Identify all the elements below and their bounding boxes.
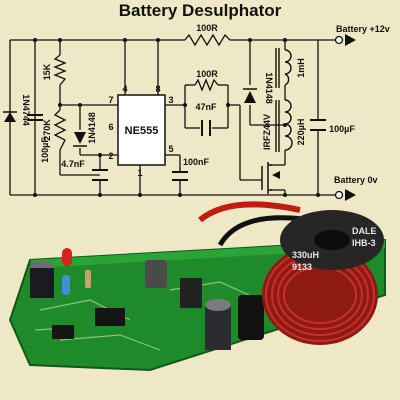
photo-ic bbox=[52, 325, 74, 339]
coil-marking-2: IHB-3 bbox=[352, 238, 376, 248]
coil-marking-3: 330uH bbox=[292, 250, 319, 260]
resistor-100r-mid-symbol bbox=[194, 78, 219, 92]
resistor-100r-top-label: 100R bbox=[196, 23, 218, 33]
pin-6-label: 6 bbox=[108, 122, 113, 132]
resistor-270k-label: 270K bbox=[42, 119, 52, 141]
diode-mid-symbol bbox=[73, 132, 87, 147]
photo-ic bbox=[95, 308, 125, 326]
mosfet-label: IRFZ44V bbox=[262, 114, 272, 150]
pin-5-label: 5 bbox=[168, 144, 173, 154]
ne555-ic-body bbox=[117, 94, 166, 166]
capacitor-100n-symbol bbox=[172, 171, 188, 181]
terminal-negative bbox=[334, 189, 356, 201]
zener-label: 1N4744 bbox=[21, 94, 31, 126]
capacitor-100n-label: 100nF bbox=[183, 157, 210, 167]
capacitor-right-symbol bbox=[310, 119, 326, 131]
diode-right-symbol bbox=[243, 88, 257, 103]
photo-cap-mid-top bbox=[205, 299, 231, 311]
capacitor-timing-symbol bbox=[92, 169, 108, 181]
resistor-100r-mid-label: 100R bbox=[196, 69, 218, 79]
schematic-diagram: Battery Desulphator bbox=[3, 1, 390, 201]
capacitor-47n-symbol bbox=[201, 120, 211, 136]
pin-1-label: 1 bbox=[137, 168, 142, 178]
pin-3-label: 3 bbox=[168, 95, 173, 105]
terminal-negative-label: Battery 0v bbox=[334, 175, 378, 185]
inductor-1mh-label: 1mH bbox=[296, 58, 306, 78]
inductor-1mh-symbol bbox=[275, 48, 292, 88]
photo-cap-mid bbox=[205, 305, 231, 350]
capacitor-left-label: 100µF bbox=[40, 137, 50, 163]
terminal-positive bbox=[334, 34, 356, 46]
junctions bbox=[33, 38, 320, 197]
coil-marking-1: DALE bbox=[352, 226, 377, 236]
mosfet-arrow bbox=[272, 171, 280, 179]
capacitor-47n-label: 47nF bbox=[195, 102, 217, 112]
photo-inductor-small bbox=[145, 260, 167, 288]
ic-label: NE555 bbox=[125, 125, 159, 137]
inductor-220uh-label: 220µH bbox=[296, 119, 306, 146]
photo-cap-left bbox=[30, 268, 54, 298]
resistor-270k-symbol bbox=[53, 109, 67, 151]
photo-red-wire bbox=[198, 201, 301, 223]
resistor-15k-symbol bbox=[53, 54, 67, 86]
capacitor-right-label: 100µF bbox=[329, 124, 355, 134]
terminal-positive-label: Battery +12v bbox=[336, 24, 390, 34]
photo-black-wire bbox=[217, 215, 311, 247]
photo-toroid-hole bbox=[314, 230, 350, 250]
photo-mosfet bbox=[180, 278, 202, 308]
photo-resistor bbox=[62, 275, 70, 295]
diode-mid-label: 1N4148 bbox=[87, 112, 97, 144]
pcb-photo: DALE IHB-3 330uH 9133 bbox=[8, 201, 386, 372]
pin-2-label: 2 bbox=[108, 151, 113, 161]
diagram-title: Battery Desulphator bbox=[119, 1, 282, 20]
photo-diode-large bbox=[238, 295, 264, 340]
resistor-100r-top-symbol bbox=[184, 33, 231, 47]
pin-7-label: 7 bbox=[108, 95, 113, 105]
resistor-15k-label: 15K bbox=[42, 63, 52, 80]
pin-8-label: 8 bbox=[155, 84, 160, 94]
zener-diode-symbol bbox=[3, 111, 17, 122]
coil-marking-4: 9133 bbox=[292, 262, 312, 272]
capacitor-timing-label: 4.7nF bbox=[61, 159, 85, 169]
wiring bbox=[9, 39, 335, 196]
inductor-220uh-symbol bbox=[275, 99, 293, 152]
diode-right-label: 1N4148 bbox=[264, 72, 274, 104]
capacitor-left-symbol bbox=[27, 114, 43, 121]
photo-resistor bbox=[85, 270, 91, 288]
mosfet-symbol bbox=[261, 162, 272, 194]
pin-4-label: 4 bbox=[122, 84, 127, 94]
photo-led bbox=[62, 248, 72, 266]
